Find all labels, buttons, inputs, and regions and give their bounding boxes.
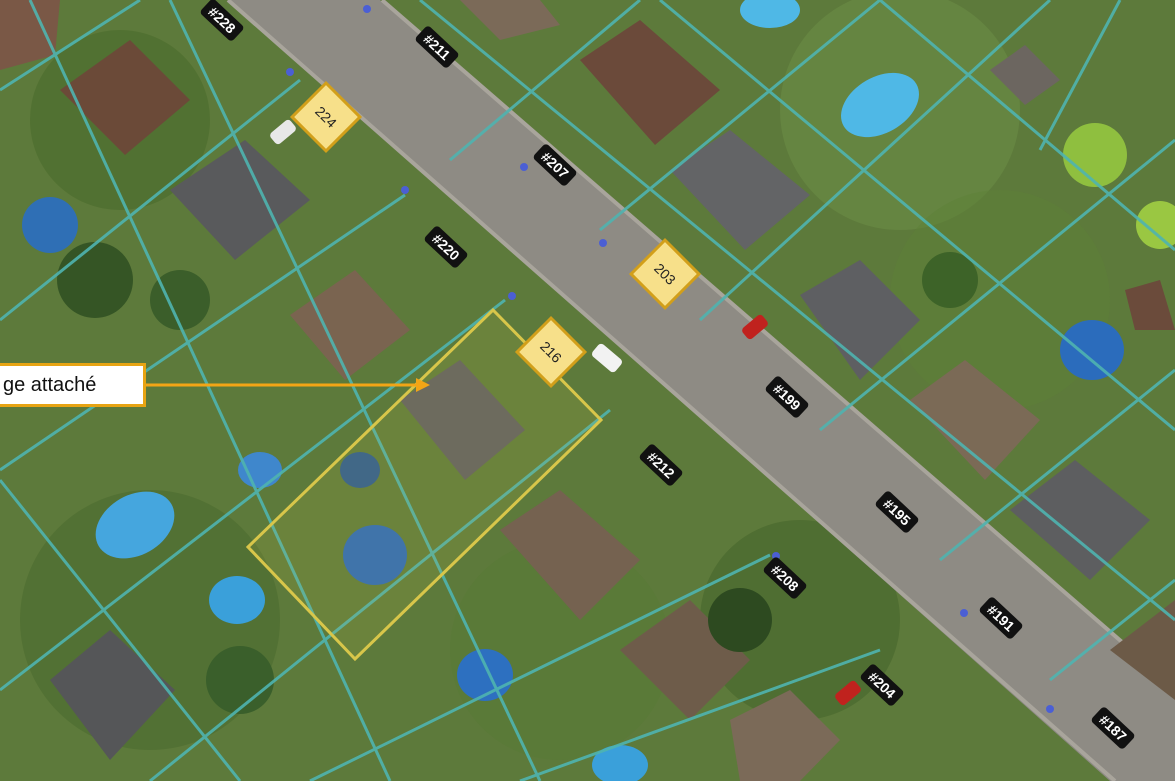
address-point-markers (286, 5, 1054, 713)
lot-tag-labels: 224 203 216 (289, 80, 702, 389)
street (226, 0, 1175, 781)
vehicles (270, 119, 861, 706)
lot-tag: 216 (514, 315, 588, 389)
map-callout-text: ge attaché (3, 374, 97, 396)
map-callout-box: ge attaché (0, 363, 146, 407)
selected-parcel-outline[interactable] (245, 307, 604, 662)
callout-arrow (146, 378, 430, 392)
lot-tag: 203 (628, 237, 702, 311)
lot-tag: 224 (289, 80, 363, 154)
